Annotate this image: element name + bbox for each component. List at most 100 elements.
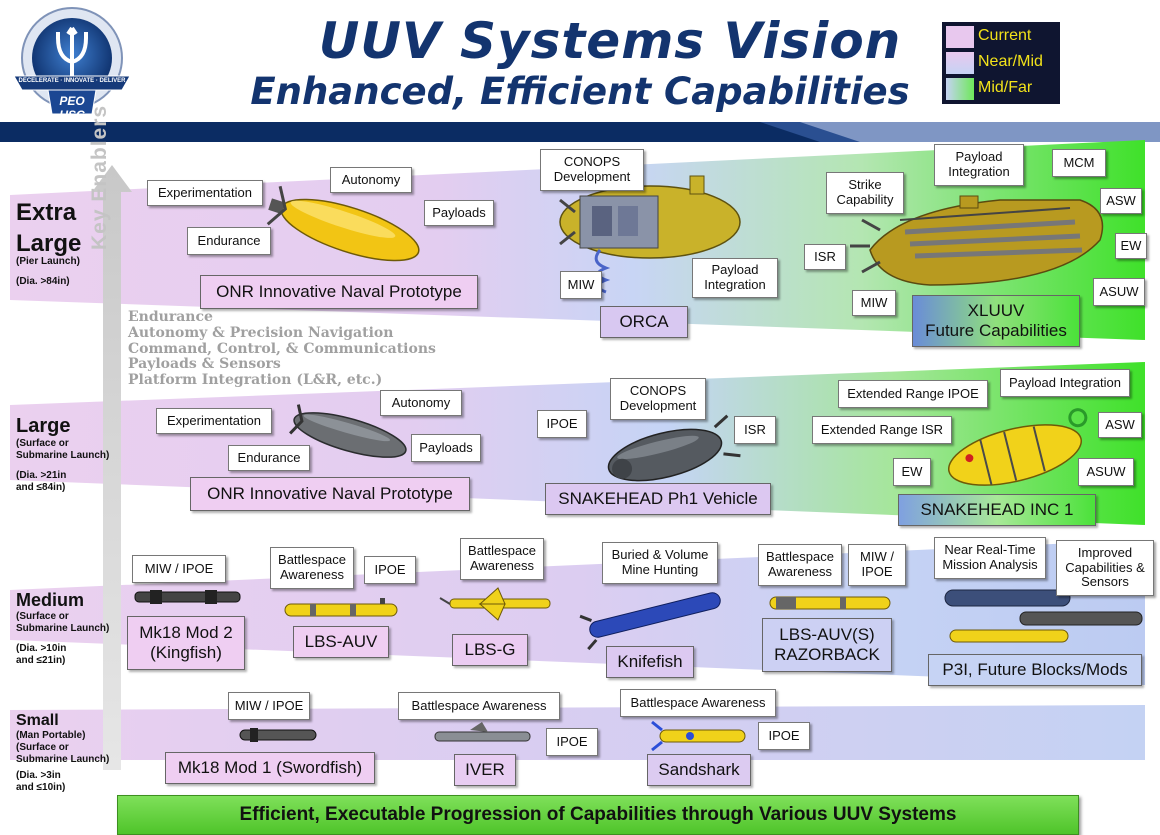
mk18-mod1-vehicle-icon (240, 728, 316, 742)
tag-miw-ipoe-medium-2: MIW /IPOE (848, 544, 906, 586)
tag-asuw-large: ASUW (1078, 458, 1134, 486)
mk18-mod1-name: Mk18 Mod 1 (Swordfish) (165, 752, 375, 784)
p3i-name: P3I, Future Blocks/Mods (928, 654, 1142, 686)
tag-strike-capability: StrikeCapability (826, 172, 904, 214)
tag-line: IPOE (861, 565, 892, 580)
tag-extended-range-ipoe: Extended Range IPOE (838, 380, 988, 408)
name-line: XLUUV (968, 301, 1025, 321)
tag-improved-capabilities: ImprovedCapabilities &Sensors (1056, 540, 1154, 596)
onr-large-name: ONR Innovative Naval Prototype (190, 477, 470, 511)
footer-banner: Efficient, Executable Progression of Cap… (117, 795, 1079, 835)
tag-line: Improved (1078, 546, 1132, 561)
tag-line: Awareness (280, 568, 344, 583)
razorback-name: LBS-AUV(S)RAZORBACK (762, 618, 892, 672)
tag-conops-development: CONOPSDevelopment (540, 149, 644, 191)
tag-conops-development-large: CONOPSDevelopment (610, 378, 706, 420)
tag-line: Development (554, 170, 631, 185)
tag-ew-large: EW (893, 458, 931, 486)
razorback-vehicle-icon (770, 597, 890, 609)
tag-extended-range-isr: Extended Range ISR (812, 416, 952, 444)
knifefish-name: Knifefish (606, 646, 694, 678)
name-line: LBS-AUV(S) (779, 625, 874, 645)
tag-line: Payload (712, 263, 759, 278)
name-line: RAZORBACK (774, 645, 880, 665)
tag-battlespace-awareness-3: BattlespaceAwareness (758, 544, 842, 586)
tag-line: Awareness (470, 559, 534, 574)
tag-line: Integration (948, 165, 1009, 180)
iver-vehicle-icon (435, 722, 530, 741)
tag-miw: MIW (560, 271, 602, 299)
sandshark-vehicle-icon (652, 722, 745, 750)
tag-line: Development (620, 399, 697, 414)
tag-line: CONOPS (630, 384, 686, 399)
tag-endurance: Endurance (187, 227, 271, 255)
tag-payload-integration: PayloadIntegration (692, 258, 778, 298)
snakehead-inc1-vehicle-icon (942, 408, 1097, 497)
tag-isr: ISR (804, 244, 846, 270)
iver-name: IVER (454, 754, 516, 786)
tag-payload-integration-large: Payload Integration (1000, 369, 1130, 397)
tag-autonomy-large: Autonomy (380, 390, 462, 416)
tag-mcm: MCM (1052, 149, 1106, 177)
tag-line: MIW / (860, 550, 894, 565)
tag-near-real-time: Near Real-TimeMission Analysis (934, 537, 1046, 579)
tag-miw-xl: MIW (852, 290, 896, 316)
tag-buried-volume-mine-hunting: Buried & VolumeMine Hunting (602, 542, 718, 584)
orca-name: ORCA (600, 306, 688, 338)
tag-line: Strike (848, 178, 881, 193)
tag-battlespace-awareness-1: BattlespaceAwareness (270, 547, 354, 589)
tag-ew: EW (1115, 233, 1147, 259)
tag-asw-large: ASW (1098, 412, 1142, 438)
tag-line: Mine Hunting (622, 563, 699, 578)
tag-line: Capabilities & (1065, 561, 1145, 576)
name-line: (Kingfish) (150, 643, 222, 663)
tag-line: Near Real-Time (944, 543, 1035, 558)
tag-line: Battlespace (278, 553, 346, 568)
lbs-auv-name: LBS-AUV (293, 626, 389, 658)
tag-asw: ASW (1100, 188, 1142, 214)
knifefish-vehicle-icon (580, 582, 724, 649)
tag-line: Awareness (768, 565, 832, 580)
onr-xl-name: ONR Innovative Naval Prototype (200, 275, 478, 309)
tag-payload-integration-xl: PayloadIntegration (934, 144, 1024, 186)
tag-line: Battlespace (766, 550, 834, 565)
tag-ipoe-large: IPOE (537, 410, 587, 438)
snakehead-ph1-vehicle-icon (603, 415, 741, 490)
tag-battlespace-awareness-2: BattlespaceAwareness (460, 538, 544, 580)
lbs-g-vehicle-icon (440, 588, 550, 620)
tag-asuw: ASUW (1093, 278, 1145, 306)
tag-ipoe-small-2: IPOE (758, 722, 810, 750)
onr-xl-vehicle-icon (263, 183, 425, 273)
tag-endurance-large: Endurance (228, 445, 310, 471)
tag-ipoe-medium: IPOE (364, 556, 416, 584)
tag-payloads: Payloads (424, 200, 494, 226)
tag-miw-ipoe-medium: MIW / IPOE (132, 555, 226, 583)
tag-line: Sensors (1081, 575, 1129, 590)
tag-line: Mission Analysis (942, 558, 1037, 573)
tag-experimentation-large: Experimentation (156, 408, 272, 434)
tag-battlespace-awareness-small-2: Battlespace Awareness (620, 689, 776, 717)
lbs-auv-vehicle-icon (285, 598, 397, 616)
name-line: Future Capabilities (925, 321, 1067, 341)
name-line: Mk18 Mod 2 (139, 623, 233, 643)
lbs-g-name: LBS-G (452, 634, 528, 666)
tag-line: Buried & Volume (612, 548, 709, 563)
tag-line: Integration (704, 278, 765, 293)
tag-line: Battlespace (468, 544, 536, 559)
snakehead-ph1-name: SNAKEHEAD Ph1 Vehicle (545, 483, 771, 515)
mk18-mod2-name: Mk18 Mod 2(Kingfish) (127, 616, 245, 670)
tag-line: CONOPS (564, 155, 620, 170)
snakehead-inc1-name: SNAKEHEAD INC 1 (898, 494, 1096, 526)
tag-line: Payload (956, 150, 1003, 165)
tag-experimentation: Experimentation (147, 180, 263, 206)
sandshark-name: Sandshark (647, 754, 751, 786)
tag-miw-ipoe-small: MIW / IPOE (228, 692, 310, 720)
mk18-mod2-vehicle-icon (135, 590, 240, 604)
tag-payloads-large: Payloads (411, 434, 481, 462)
tag-ipoe-small-1: IPOE (546, 728, 598, 756)
p3i-vehicles-icon (945, 590, 1142, 642)
tag-line: Capability (836, 193, 893, 208)
xluuv-name: XLUUVFuture Capabilities (912, 295, 1080, 347)
tag-isr-large: ISR (734, 416, 776, 444)
tag-autonomy: Autonomy (330, 167, 412, 193)
